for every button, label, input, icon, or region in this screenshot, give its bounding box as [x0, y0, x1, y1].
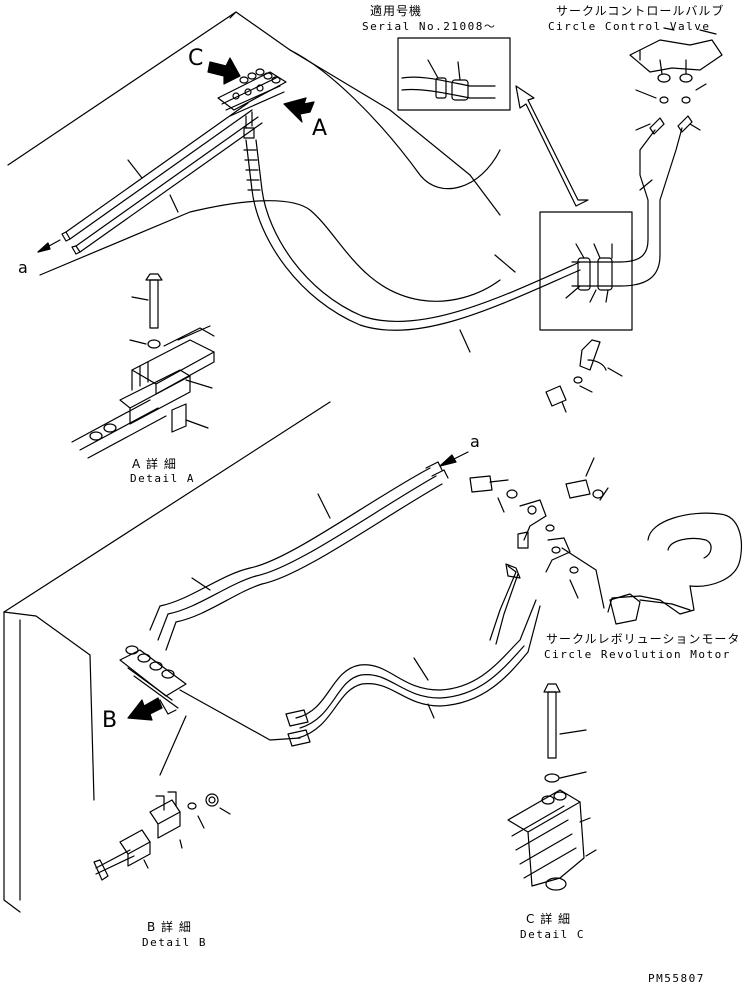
detail-c-label-jp: C 詳 細 [526, 912, 572, 926]
lower-rod-pair [150, 462, 448, 650]
arrow-b-pointer [128, 698, 162, 720]
circle-revolution-motor [608, 513, 741, 624]
control-valve-hoses [620, 116, 692, 286]
ccv-label-jp: サークルコントロールバルブ [556, 4, 725, 18]
detail-b-drawing [94, 792, 230, 880]
crm-label-en: Circle Revolution Motor [544, 648, 731, 661]
arrow-b-label: B [102, 708, 118, 733]
serial-inset [398, 38, 510, 110]
inset-pointer-arrow [516, 86, 588, 206]
detail-c-drawing [508, 684, 596, 890]
arrow-a-pointer [284, 98, 314, 122]
arrow-c-label: C [188, 46, 204, 71]
circle-control-valve [630, 28, 722, 130]
upper-rod-pair [62, 103, 262, 254]
lower-a-arrow [440, 452, 468, 466]
upper-frame [8, 12, 500, 301]
upper-valve-cluster [218, 69, 286, 138]
ccv-label-en: Circle Control Valve [548, 20, 711, 33]
serial-label-jp: 適用号機 [370, 4, 423, 18]
detail-b-label-jp: B 詳 細 [147, 920, 192, 934]
detail-c-label-en: Detail C [520, 928, 585, 941]
detail-b-label-en: Detail B [142, 936, 207, 949]
motor-fittings [470, 458, 608, 608]
ref-a-top: a [18, 258, 28, 277]
ref-a-bottom: a [470, 432, 480, 451]
lower-valve-cluster [120, 646, 186, 714]
arrow-c-pointer [208, 58, 240, 84]
inset-box [540, 212, 632, 330]
serial-label-en: Serial No.21008～ [362, 20, 497, 33]
detail-a-drawing [72, 274, 214, 458]
crm-label-jp: サークルレボリューションモータ [546, 632, 741, 646]
detail-a-label-jp: A 詳 細 [132, 457, 177, 471]
clamp-bracket [546, 340, 622, 412]
upper-a-arrow [38, 240, 60, 252]
lower-hose-bundle [286, 564, 540, 746]
drawing-number: PM55807 [648, 972, 705, 985]
arrow-a-label: A [312, 116, 328, 141]
detail-a-label-en: Detail A [130, 472, 195, 485]
lower-frame [4, 402, 330, 912]
main-hose-bundle [244, 140, 580, 352]
